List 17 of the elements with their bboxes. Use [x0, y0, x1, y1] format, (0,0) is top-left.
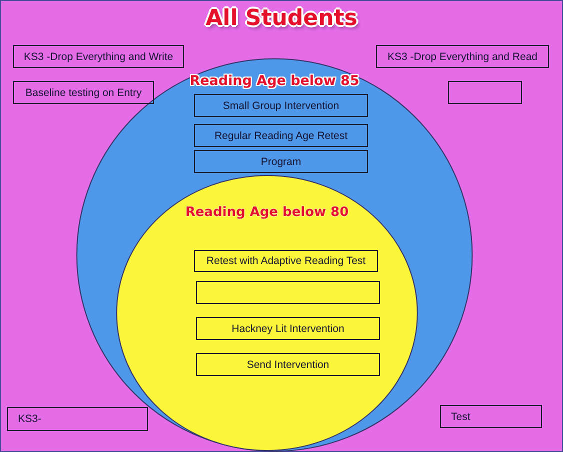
strategy-box: KS3 -Drop Everything and Read — [376, 45, 549, 68]
strategy-box: Regular Reading Age Retest — [194, 124, 368, 147]
strategy-box: Test — [440, 405, 542, 428]
strategy-box: Retest with Adaptive Reading Test — [194, 250, 378, 272]
empty-box — [196, 281, 380, 304]
strategy-box: Program — [194, 150, 368, 173]
set-title: Reading Age below 80 — [185, 206, 349, 221]
strategy-box: Small Group Intervention — [194, 94, 368, 117]
strategy-box: Hackney Lit Intervention — [196, 317, 380, 340]
strategy-box: KS3- — [7, 407, 148, 431]
set-title: Reading Age below 85 — [190, 74, 360, 90]
set-title: All Students — [206, 6, 358, 32]
strategy-box: Baseline testing on Entry — [13, 81, 154, 104]
strategy-box: Send Intervention — [196, 353, 380, 376]
strategy-box: KS3 -Drop Everything and Write — [13, 45, 184, 68]
set-circle — [116, 175, 418, 451]
empty-box — [448, 81, 522, 104]
